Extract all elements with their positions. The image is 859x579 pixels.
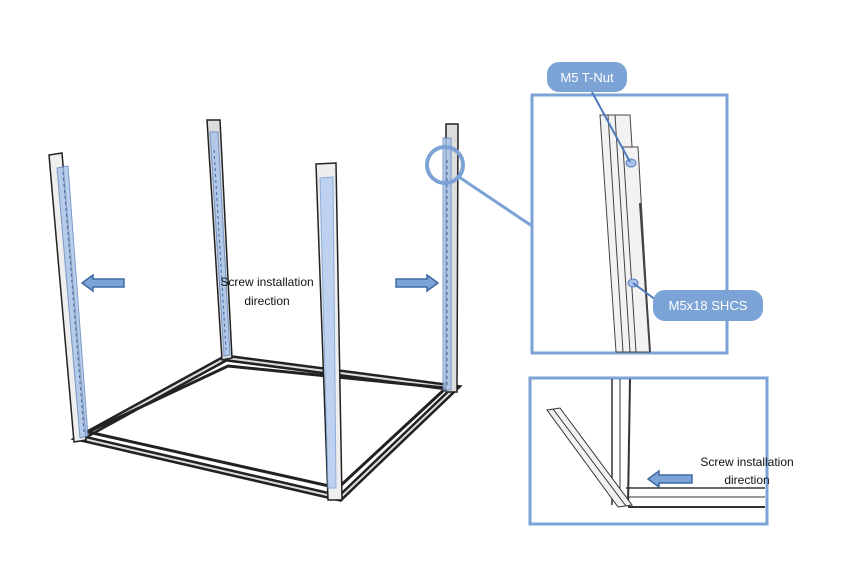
back-post bbox=[206, 119, 233, 361]
magnifier-leader-line bbox=[458, 175, 533, 228]
arrow-left-icon bbox=[80, 273, 125, 293]
arrow-right-icon bbox=[395, 273, 440, 293]
callout-shcs: M5x18 SHCS bbox=[653, 290, 763, 321]
inset-label-line-2: direction bbox=[724, 473, 770, 487]
screw-direction-label: Screw installation direction bbox=[212, 273, 322, 311]
callout-tnut-text: M5 T-Nut bbox=[560, 69, 614, 85]
right-post bbox=[442, 123, 459, 393]
detail-box-bottom bbox=[528, 376, 769, 526]
tnut-leader-line bbox=[591, 91, 631, 163]
detail-box-top bbox=[530, 93, 729, 355]
label-line-2: direction bbox=[244, 294, 290, 308]
tnut-marker bbox=[625, 158, 637, 168]
magnifier-circle bbox=[425, 145, 465, 185]
inset-arrow-left-icon bbox=[646, 469, 693, 489]
callout-shcs-text: M5x18 SHCS bbox=[668, 298, 748, 313]
shcs-leader-line bbox=[632, 282, 657, 301]
left-post bbox=[48, 152, 89, 443]
callout-tnut: M5 T-Nut bbox=[547, 62, 627, 92]
base-frame bbox=[70, 354, 463, 502]
inset-screw-direction-label: Screw installation direction bbox=[692, 453, 802, 489]
detail-corner-closeup bbox=[546, 378, 765, 508]
detail-post-closeup bbox=[599, 114, 651, 353]
label-line-1: Screw installation bbox=[220, 275, 314, 289]
inset-label-line-1: Screw installation bbox=[700, 455, 794, 469]
front-post bbox=[315, 162, 343, 501]
